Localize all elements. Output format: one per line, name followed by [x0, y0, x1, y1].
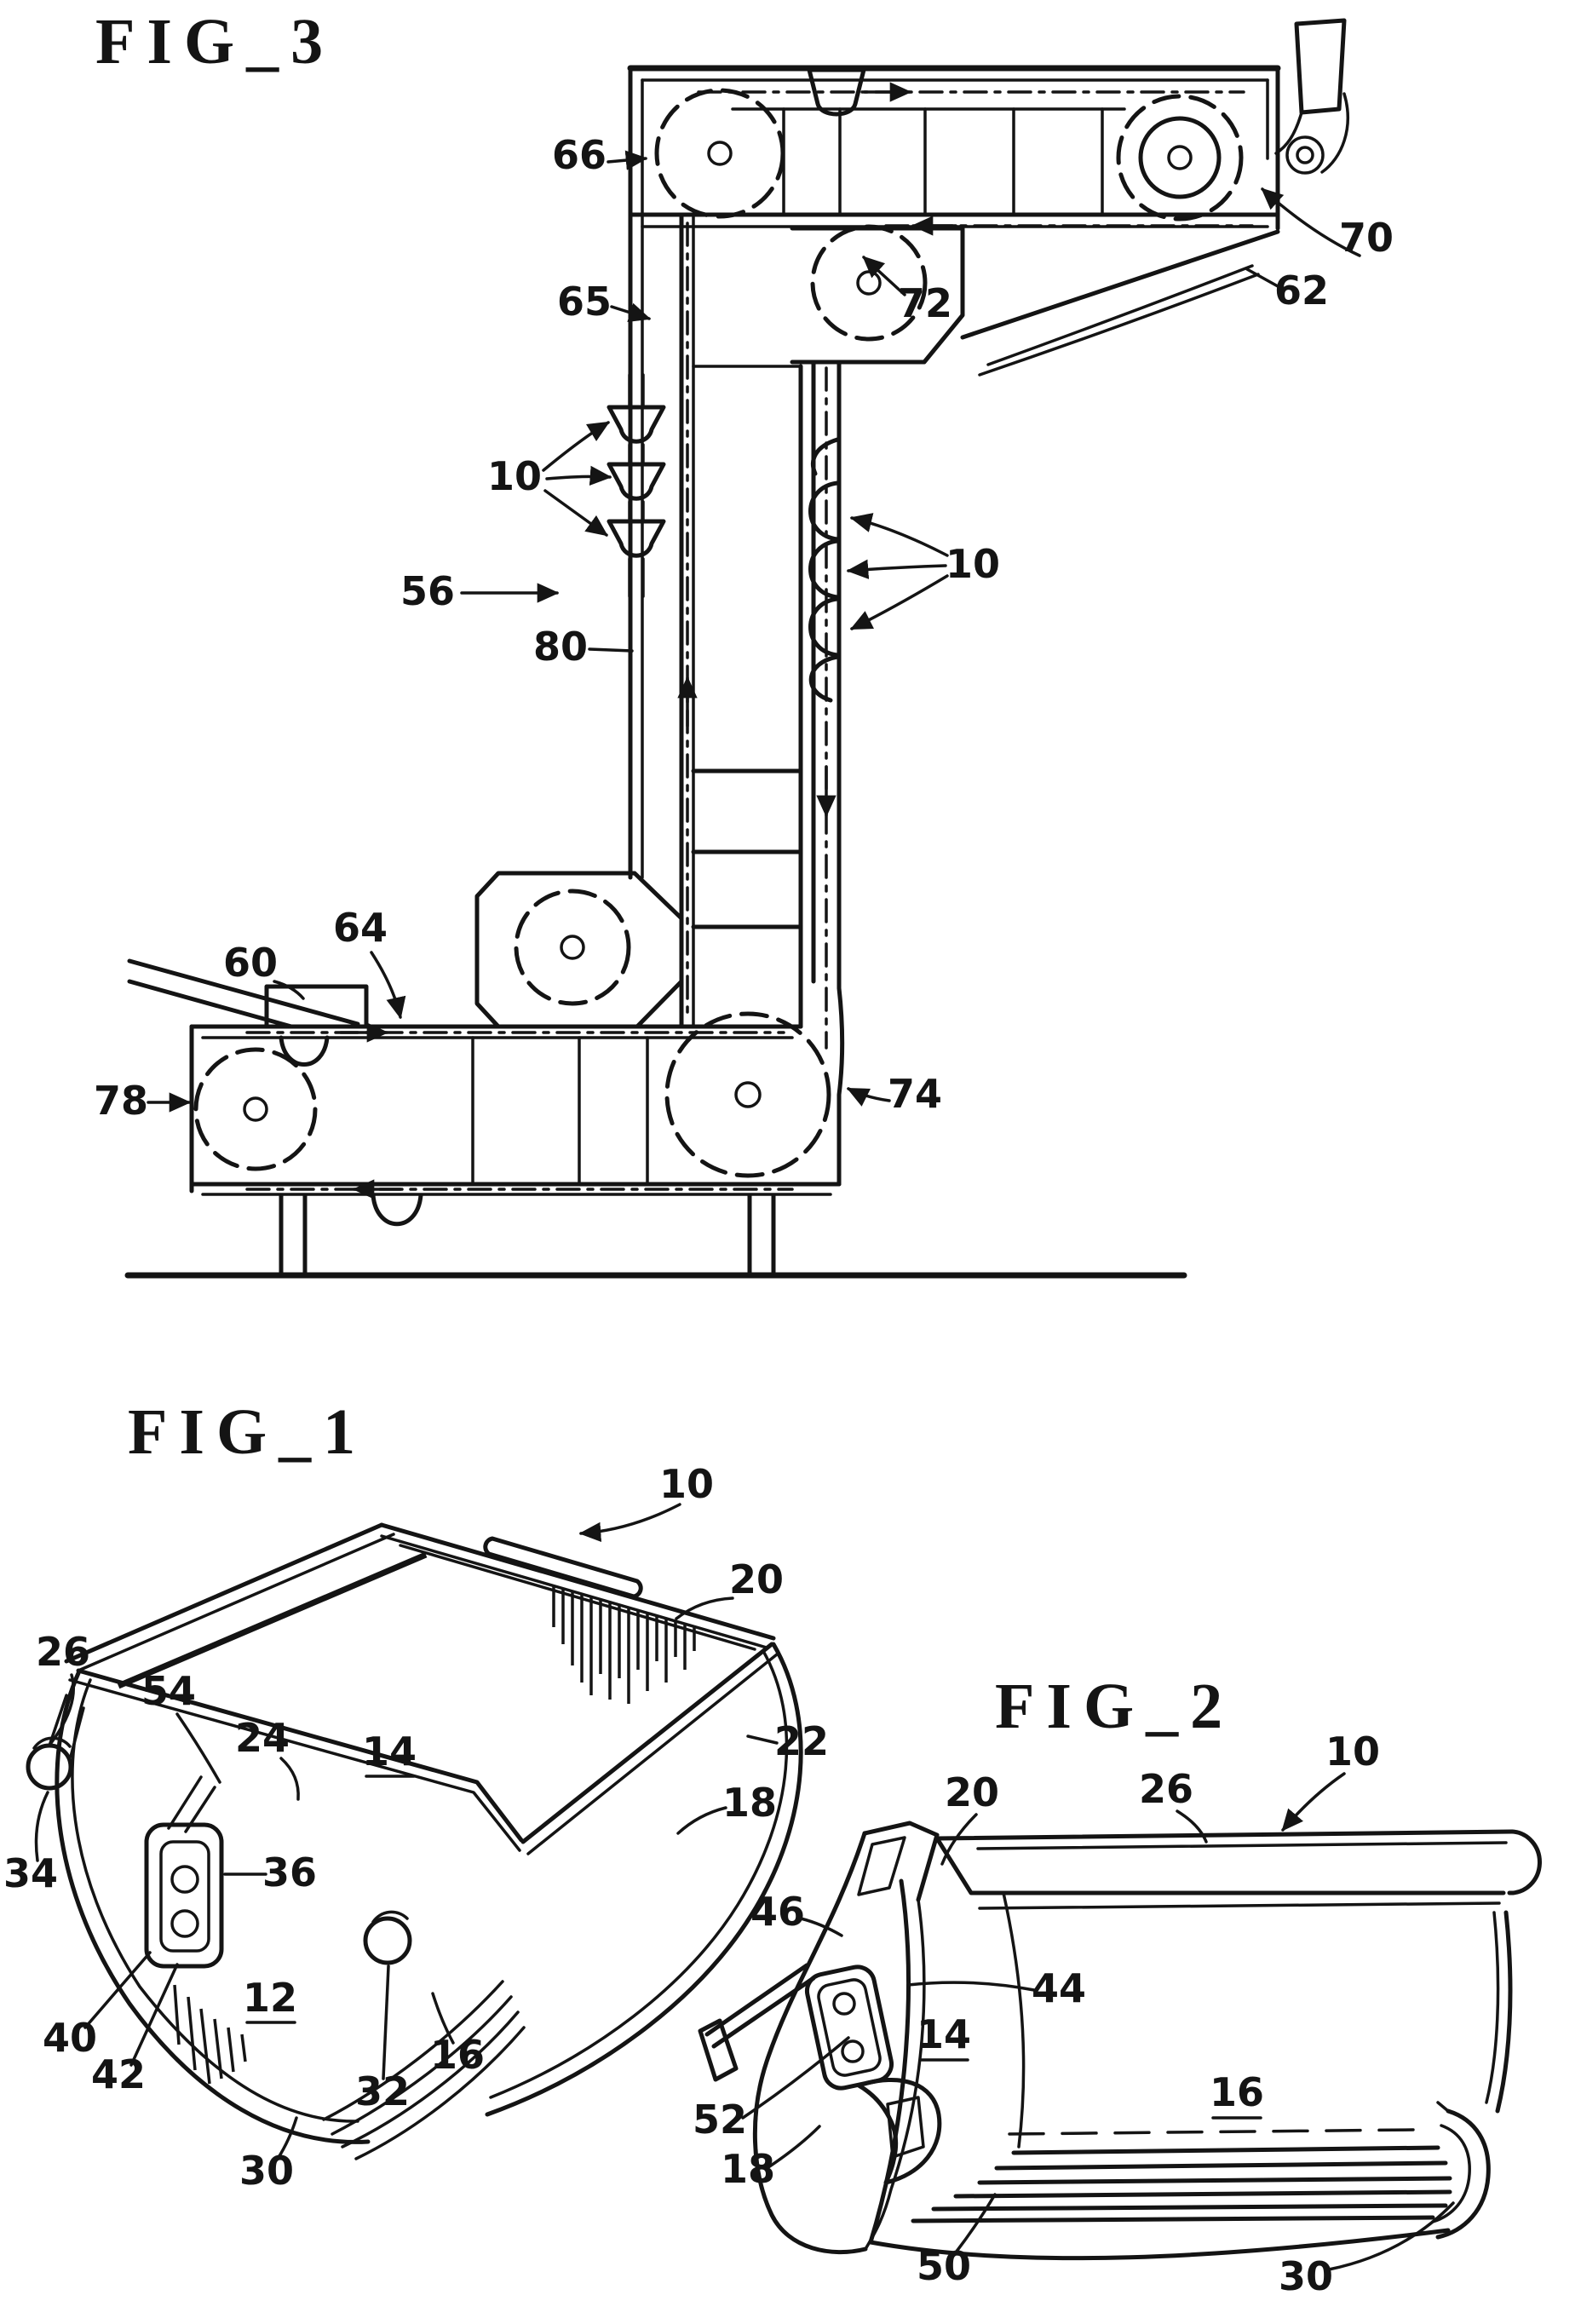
ref-label-72: 72 [898, 280, 952, 326]
pivot-pin-left [26, 1743, 73, 1791]
discharge-pulley [1285, 135, 1325, 175]
ref-label-36: 36 [262, 1849, 317, 1895]
ref-label-10: 10 [659, 1461, 714, 1507]
ascending-buckets [607, 373, 666, 598]
ref-label-24: 24 [235, 1715, 290, 1761]
figure3-title: FIG_3 [95, 6, 335, 78]
ref-label-30: 30 [1279, 2253, 1333, 2299]
bucket-on-boot-top-strand [279, 1035, 330, 1067]
fig3-boot-section [124, 958, 1187, 1279]
ref-label-46: 46 [750, 1889, 805, 1935]
ref-label-74: 74 [888, 1071, 942, 1117]
transfer-pulley [514, 889, 631, 1006]
ref-label-54: 54 [141, 1668, 196, 1714]
rim-lip [483, 1536, 643, 1599]
top-run-bucket-boxes [782, 107, 1104, 216]
rim-slot [117, 1551, 428, 1689]
figure2-title: FIG_2 [995, 1671, 1234, 1742]
ref-label-34: 34 [3, 1850, 58, 1896]
ref-label-62: 62 [1274, 267, 1329, 314]
bucket-on-boot-bottom-strand [371, 1193, 423, 1227]
feed-hopper [264, 984, 369, 1029]
ref-label-18: 18 [722, 1780, 777, 1826]
ref-label-18: 18 [721, 2146, 775, 2192]
boot-pulley-left [193, 1047, 318, 1171]
figure1-title: FIG_1 [128, 1396, 367, 1468]
ref-label-64: 64 [333, 905, 388, 951]
ref-label-12: 12 [243, 1975, 297, 2021]
ref-label-16: 16 [1210, 2069, 1264, 2115]
bottom-ribs [911, 2128, 1452, 2223]
ref-label-80: 80 [533, 624, 588, 670]
descending-buckets [808, 437, 840, 703]
ref-label-20: 20 [729, 1556, 784, 1602]
mounting-bracket [144, 1775, 224, 1969]
ref-label-22: 22 [774, 1718, 829, 1764]
pivot-pin-right [363, 1916, 412, 1965]
ref-label-20: 20 [945, 1769, 999, 1815]
ref-label-30: 30 [239, 2148, 294, 2194]
fig3-return-run [790, 216, 1280, 377]
fig3-reference-numerals: 66 65 10 56 80 60 64 78 74 10 72 [94, 132, 1394, 1124]
return-pulley-housing [790, 226, 965, 365]
fig3-elevator-duct [474, 66, 845, 1187]
deflector-plate [986, 264, 1254, 366]
support-leg-left [279, 1193, 308, 1276]
head-pulley-left [654, 88, 785, 219]
feed-chute [127, 958, 360, 1027]
fig2-bucket-body [698, 1821, 1543, 2261]
fig3-top-conveyor [627, 18, 1349, 231]
ref-label-60: 60 [223, 940, 278, 986]
support-leg-right [747, 1193, 776, 1276]
ref-label-26: 26 [1139, 1766, 1193, 1812]
ref-label-14: 14 [917, 2011, 971, 2057]
rim-lip-hatching [552, 1586, 696, 1704]
boot-pulley-right [664, 1011, 831, 1178]
ref-label-26: 26 [36, 1629, 90, 1675]
ref-label-66: 66 [552, 132, 607, 178]
arm-end-wedge [698, 2018, 739, 2082]
ref-label-44: 44 [1032, 1965, 1086, 2011]
pour-lip-band [322, 1980, 526, 2160]
corner-wear-piece [1431, 2101, 1491, 2240]
bracket-hole-lower [170, 1909, 199, 1938]
hanger-bracket [698, 1821, 942, 2255]
ref-label-52: 52 [693, 2097, 747, 2143]
discharge-chute [1294, 18, 1347, 115]
bolt-boss [804, 1964, 894, 2091]
ref-label-65: 65 [557, 279, 612, 325]
ref-label-10-ascending: 10 [487, 453, 542, 499]
ref-label-10-descending: 10 [946, 541, 1000, 587]
fig2-drawing: FIG_2 [693, 1671, 1543, 2299]
interior-shading [173, 1984, 247, 2085]
fig1-bucket-body [26, 1522, 803, 2160]
ref-label-78: 78 [94, 1078, 148, 1124]
drive-pulley [1116, 94, 1244, 221]
fig1-drawing: FIG_1 [3, 1396, 829, 2194]
duct-outer-right-wall [836, 360, 845, 1187]
ref-label-14: 14 [362, 1729, 417, 1775]
rail-end-cap [1507, 1829, 1543, 1895]
ref-label-16: 16 [430, 2032, 485, 2078]
ref-label-50: 50 [917, 2243, 971, 2289]
fig2-reference-numerals: 20 26 10 46 44 14 52 18 16 50 30 [693, 1729, 1455, 2299]
ref-label-42: 42 [91, 2051, 146, 2097]
return-pulley [810, 224, 928, 342]
ref-label-10: 10 [1325, 1729, 1380, 1775]
fig3-drawing: FIG_3 [94, 6, 1394, 1279]
fig1-reference-numerals: 10 20 26 54 24 14 22 18 34 36 12 40 42 [3, 1461, 829, 2194]
ref-label-56: 56 [400, 568, 455, 614]
descending-bucket-boxes [691, 768, 803, 929]
bracket-hole-upper [170, 1865, 199, 1894]
ref-label-70: 70 [1339, 215, 1394, 261]
